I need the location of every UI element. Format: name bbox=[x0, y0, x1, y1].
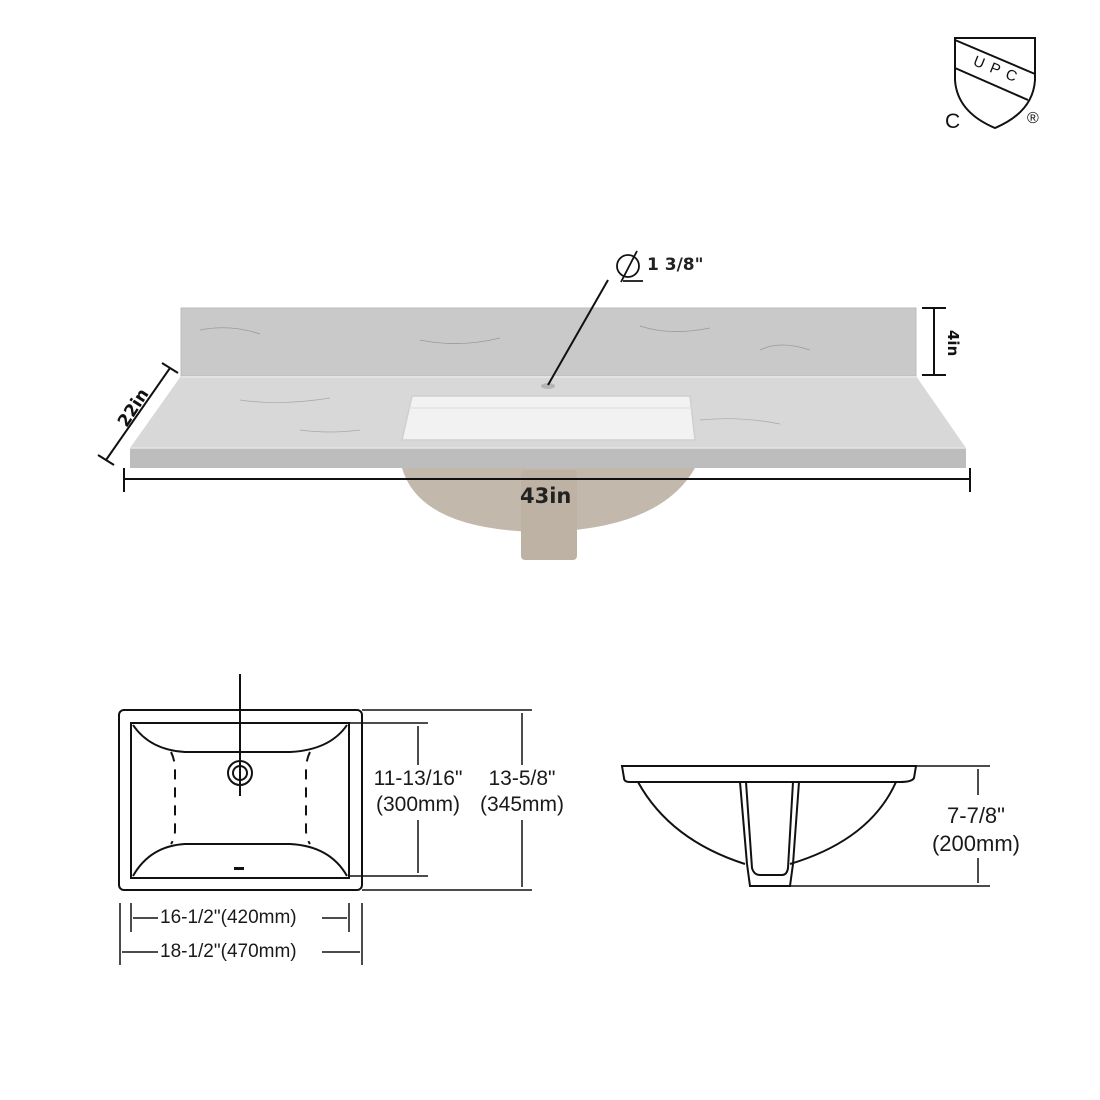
depth-dimension-line bbox=[97, 362, 179, 466]
inner-height-mm: (300mm) bbox=[375, 793, 460, 816]
width-dimension-line bbox=[123, 468, 971, 492]
countertop-illustration bbox=[130, 307, 966, 560]
outer-width-label: 18-1/2"(470mm) bbox=[160, 941, 297, 962]
inner-height-inches: 11-13/16" bbox=[373, 767, 463, 790]
side-depth-inches: 7-7/8" bbox=[947, 803, 1005, 828]
inner-width-label: 16-1/2"(420mm) bbox=[160, 907, 297, 928]
sink-top-view bbox=[118, 674, 363, 891]
backsplash-height-label: 4in bbox=[944, 330, 962, 357]
sink-side-view bbox=[620, 765, 918, 887]
outer-height-label: 13-5/8" (345mm) bbox=[474, 766, 570, 818]
inner-height-label: 11-13/16" (300mm) bbox=[364, 766, 472, 818]
registered-mark: ® bbox=[1027, 110, 1039, 127]
width-label: 43in bbox=[520, 484, 572, 508]
upc-shield-icon bbox=[954, 37, 1036, 130]
backsplash-dimension-line bbox=[922, 307, 946, 376]
outer-height-mm: (345mm) bbox=[479, 793, 564, 816]
side-depth-mm: (200mm) bbox=[931, 831, 1020, 856]
outer-height-inches: 13-5/8" bbox=[488, 767, 556, 790]
c-mark: C bbox=[945, 110, 961, 133]
diameter-icon bbox=[616, 250, 643, 283]
sink-top-height-dims bbox=[349, 709, 532, 891]
faucet-hole-label: 1 3/8" bbox=[647, 255, 704, 275]
faucet-hole-leader bbox=[547, 279, 609, 386]
sink-side-depth-dim bbox=[790, 765, 990, 887]
sink-top-width-dims bbox=[119, 903, 363, 965]
side-depth-label: 7-7/8" (200mm) bbox=[920, 802, 1032, 858]
